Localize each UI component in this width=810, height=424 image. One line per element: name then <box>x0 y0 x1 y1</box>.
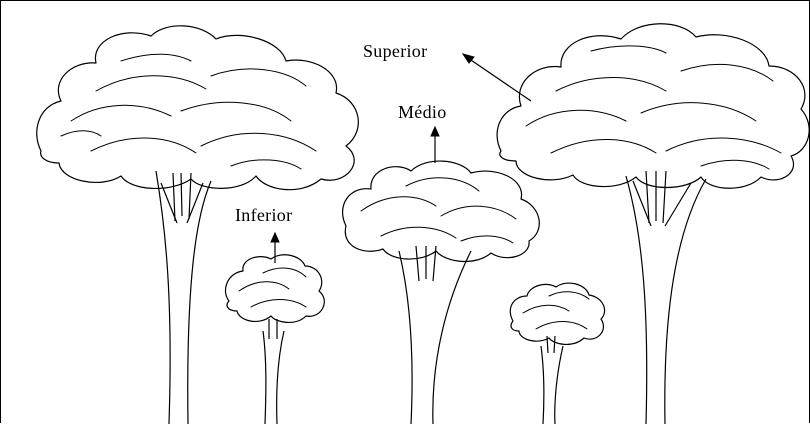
large-tree-left <box>37 26 359 424</box>
large-tree-right <box>497 24 809 424</box>
arrow-medio <box>431 127 439 163</box>
medium-tree-medio <box>343 161 540 424</box>
arrow-superior <box>463 54 531 101</box>
small-tree-inferior <box>225 255 324 424</box>
label-inferior: Inferior <box>235 205 292 226</box>
label-medio: Médio <box>398 102 447 123</box>
label-superior: Superior <box>363 41 427 62</box>
small-tree-right <box>510 283 604 424</box>
